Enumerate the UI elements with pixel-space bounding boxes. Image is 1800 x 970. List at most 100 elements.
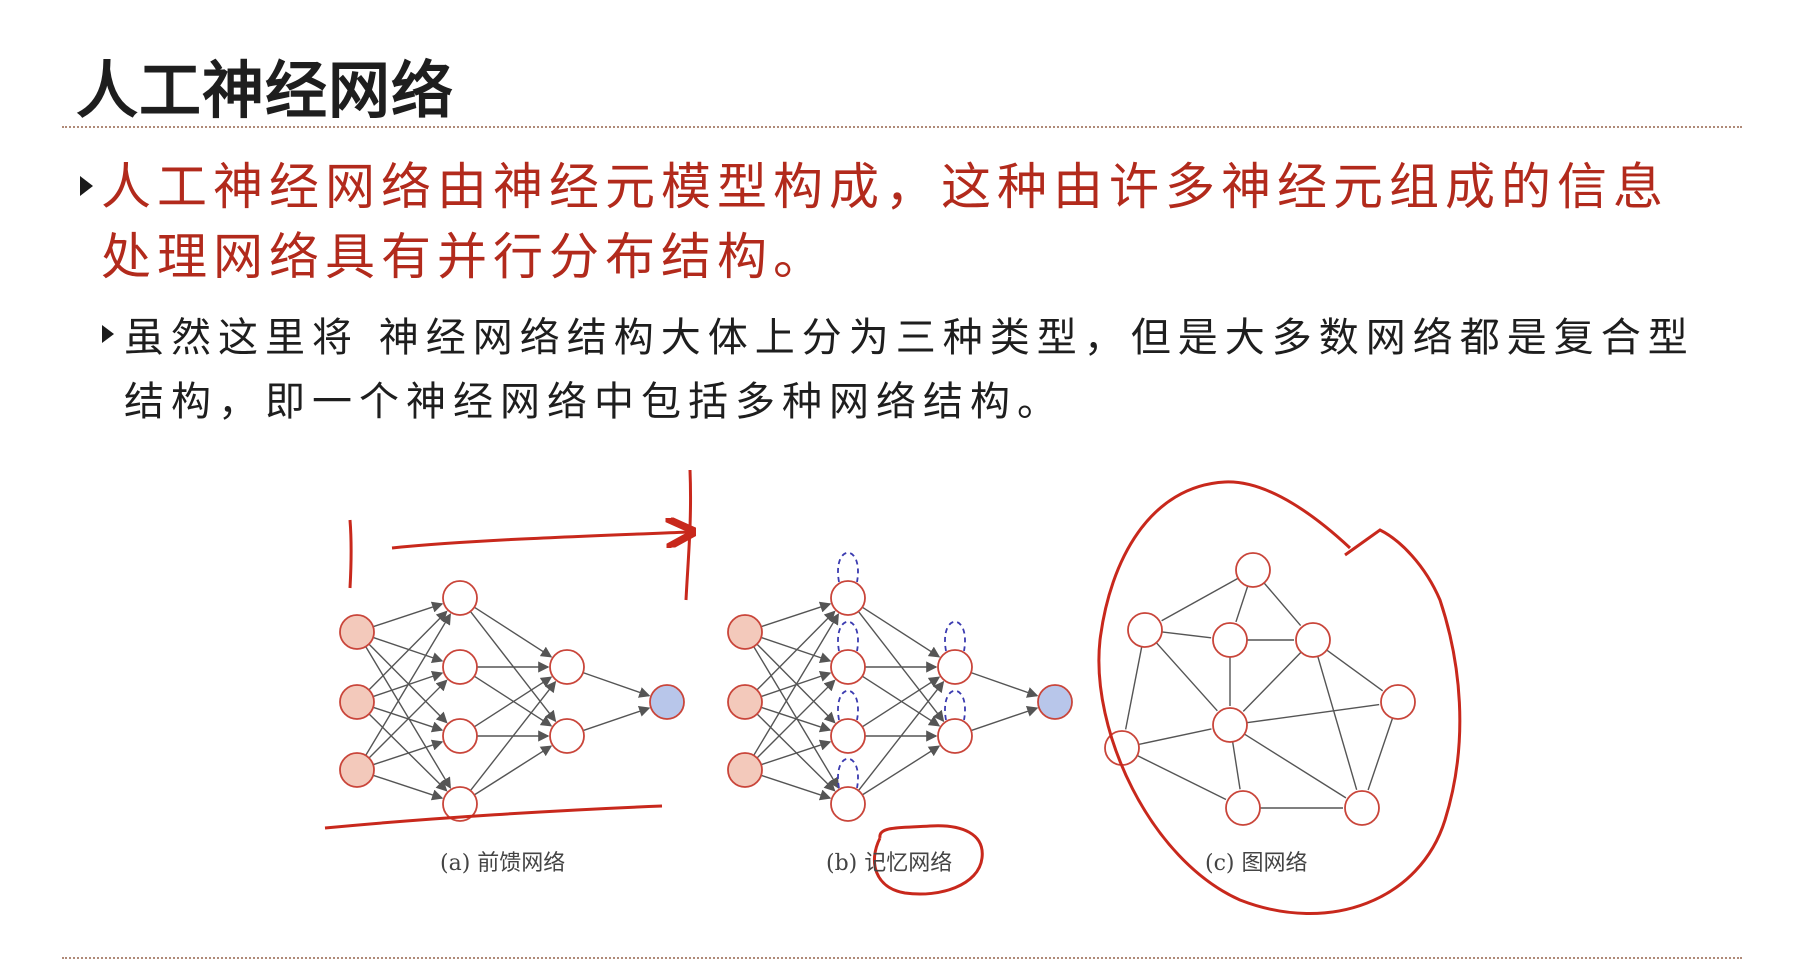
network-edge xyxy=(1235,585,1249,623)
bullet-main-text: 人工神经网络由神经元模型构成，这种由许多神经元组成的信息处理网络具有并行分布结构… xyxy=(101,158,1669,286)
graph-node xyxy=(1127,612,1163,648)
bullet-sub-text: 虽然这里将 神经网络结构大体上分为三种类型，但是大多数网络都是复合型结构，即一个… xyxy=(124,315,1695,425)
network-edge xyxy=(760,636,832,664)
network-edge xyxy=(1231,741,1241,790)
output-node xyxy=(1037,684,1073,720)
graph-node xyxy=(1212,622,1248,658)
network-edge xyxy=(372,601,444,628)
hidden-node xyxy=(442,649,478,685)
graph-network xyxy=(1104,552,1416,826)
memory-loop xyxy=(837,690,859,721)
input-node xyxy=(727,752,763,788)
network-edge xyxy=(368,679,448,759)
network-edge xyxy=(756,713,836,792)
network-edge xyxy=(473,676,553,728)
network-edge xyxy=(1136,754,1227,801)
graph-node xyxy=(1380,684,1416,720)
footer-divider xyxy=(62,957,1742,959)
graph-node xyxy=(1212,707,1248,743)
network-edge xyxy=(970,705,1039,732)
network-edge xyxy=(1161,631,1212,639)
network-edge xyxy=(756,679,836,759)
title-divider xyxy=(62,126,1742,128)
network-edge xyxy=(469,680,557,792)
bullet-arrow-icon xyxy=(80,176,93,196)
caption-memory: (b) 记忆网络 xyxy=(826,851,953,876)
hidden-node xyxy=(442,786,478,822)
network-edge xyxy=(1138,728,1212,746)
caption-graph: (c) 图网络 xyxy=(1205,851,1308,876)
network-edge xyxy=(1124,646,1143,730)
annotation-caption-circle xyxy=(872,824,984,896)
annotation-vertical-line xyxy=(684,469,693,601)
network-edge xyxy=(1367,717,1394,791)
memory-loop xyxy=(837,758,859,789)
network-edge xyxy=(473,675,553,727)
slide-title: 人工神经网络 xyxy=(76,54,455,127)
hidden-node xyxy=(830,786,866,822)
bullet-sub: 虽然这里将 神经网络结构大体上分为三种类型，但是大多数网络都是复合型结构，即一个… xyxy=(102,306,1722,434)
network-edge xyxy=(756,610,836,691)
network-edge xyxy=(365,613,451,756)
hidden-node xyxy=(937,649,973,685)
network-edge xyxy=(1155,642,1218,712)
annotation-tick xyxy=(348,519,353,589)
network-edge xyxy=(365,646,451,789)
network-edge xyxy=(473,606,553,658)
output-node xyxy=(649,684,685,720)
input-node xyxy=(339,684,375,720)
network-edge xyxy=(1263,582,1302,627)
memory-loop xyxy=(837,621,859,652)
network-edge xyxy=(861,676,941,728)
network-edge xyxy=(1326,649,1384,692)
bullet-arrow-icon xyxy=(102,325,114,343)
bullet-main: 人工神经网络由神经元模型构成，这种由许多神经元组成的信息处理网络具有并行分布结构… xyxy=(80,152,1720,292)
memory-loop xyxy=(944,690,966,721)
network-edge xyxy=(1244,733,1347,799)
handwritten-annotations xyxy=(324,469,1462,915)
graph-node xyxy=(1295,622,1331,658)
hidden-node xyxy=(549,718,585,754)
memory-loop xyxy=(944,621,966,652)
memory-network xyxy=(727,552,1073,822)
network-edge xyxy=(760,601,832,628)
hidden-node xyxy=(937,718,973,754)
hidden-node xyxy=(549,649,585,685)
input-node xyxy=(339,614,375,650)
network-edge xyxy=(372,636,444,664)
hidden-node xyxy=(442,580,478,616)
network-edge xyxy=(1161,577,1239,622)
annotation-underline xyxy=(324,804,663,830)
network-edge xyxy=(861,606,941,658)
network-edge xyxy=(1242,651,1302,712)
feedforward-network xyxy=(339,580,685,822)
network-edge xyxy=(1317,656,1358,790)
network-edge xyxy=(473,745,553,796)
network-edge xyxy=(372,774,444,801)
hidden-node xyxy=(830,649,866,685)
network-edge xyxy=(756,643,836,724)
network-edge xyxy=(368,643,448,724)
hidden-node xyxy=(830,580,866,616)
input-node xyxy=(339,752,375,788)
network-edge xyxy=(582,705,651,732)
network-edge xyxy=(857,680,945,792)
network-edge xyxy=(857,611,945,723)
network-edge xyxy=(753,646,839,789)
hidden-node xyxy=(442,718,478,754)
caption-feedforward: (a) 前馈网络 xyxy=(440,851,566,876)
network-edge xyxy=(372,739,444,766)
graph-node xyxy=(1235,552,1271,588)
network-edge xyxy=(861,675,941,727)
network-edge xyxy=(1246,703,1380,724)
network-edge xyxy=(760,739,832,766)
input-node xyxy=(727,684,763,720)
network-edge xyxy=(368,610,448,691)
network-edge xyxy=(970,671,1039,698)
network-edge xyxy=(760,774,832,801)
graph-node xyxy=(1225,790,1261,826)
network-edge xyxy=(753,613,839,756)
annotation-graph-circle xyxy=(1097,480,1462,915)
